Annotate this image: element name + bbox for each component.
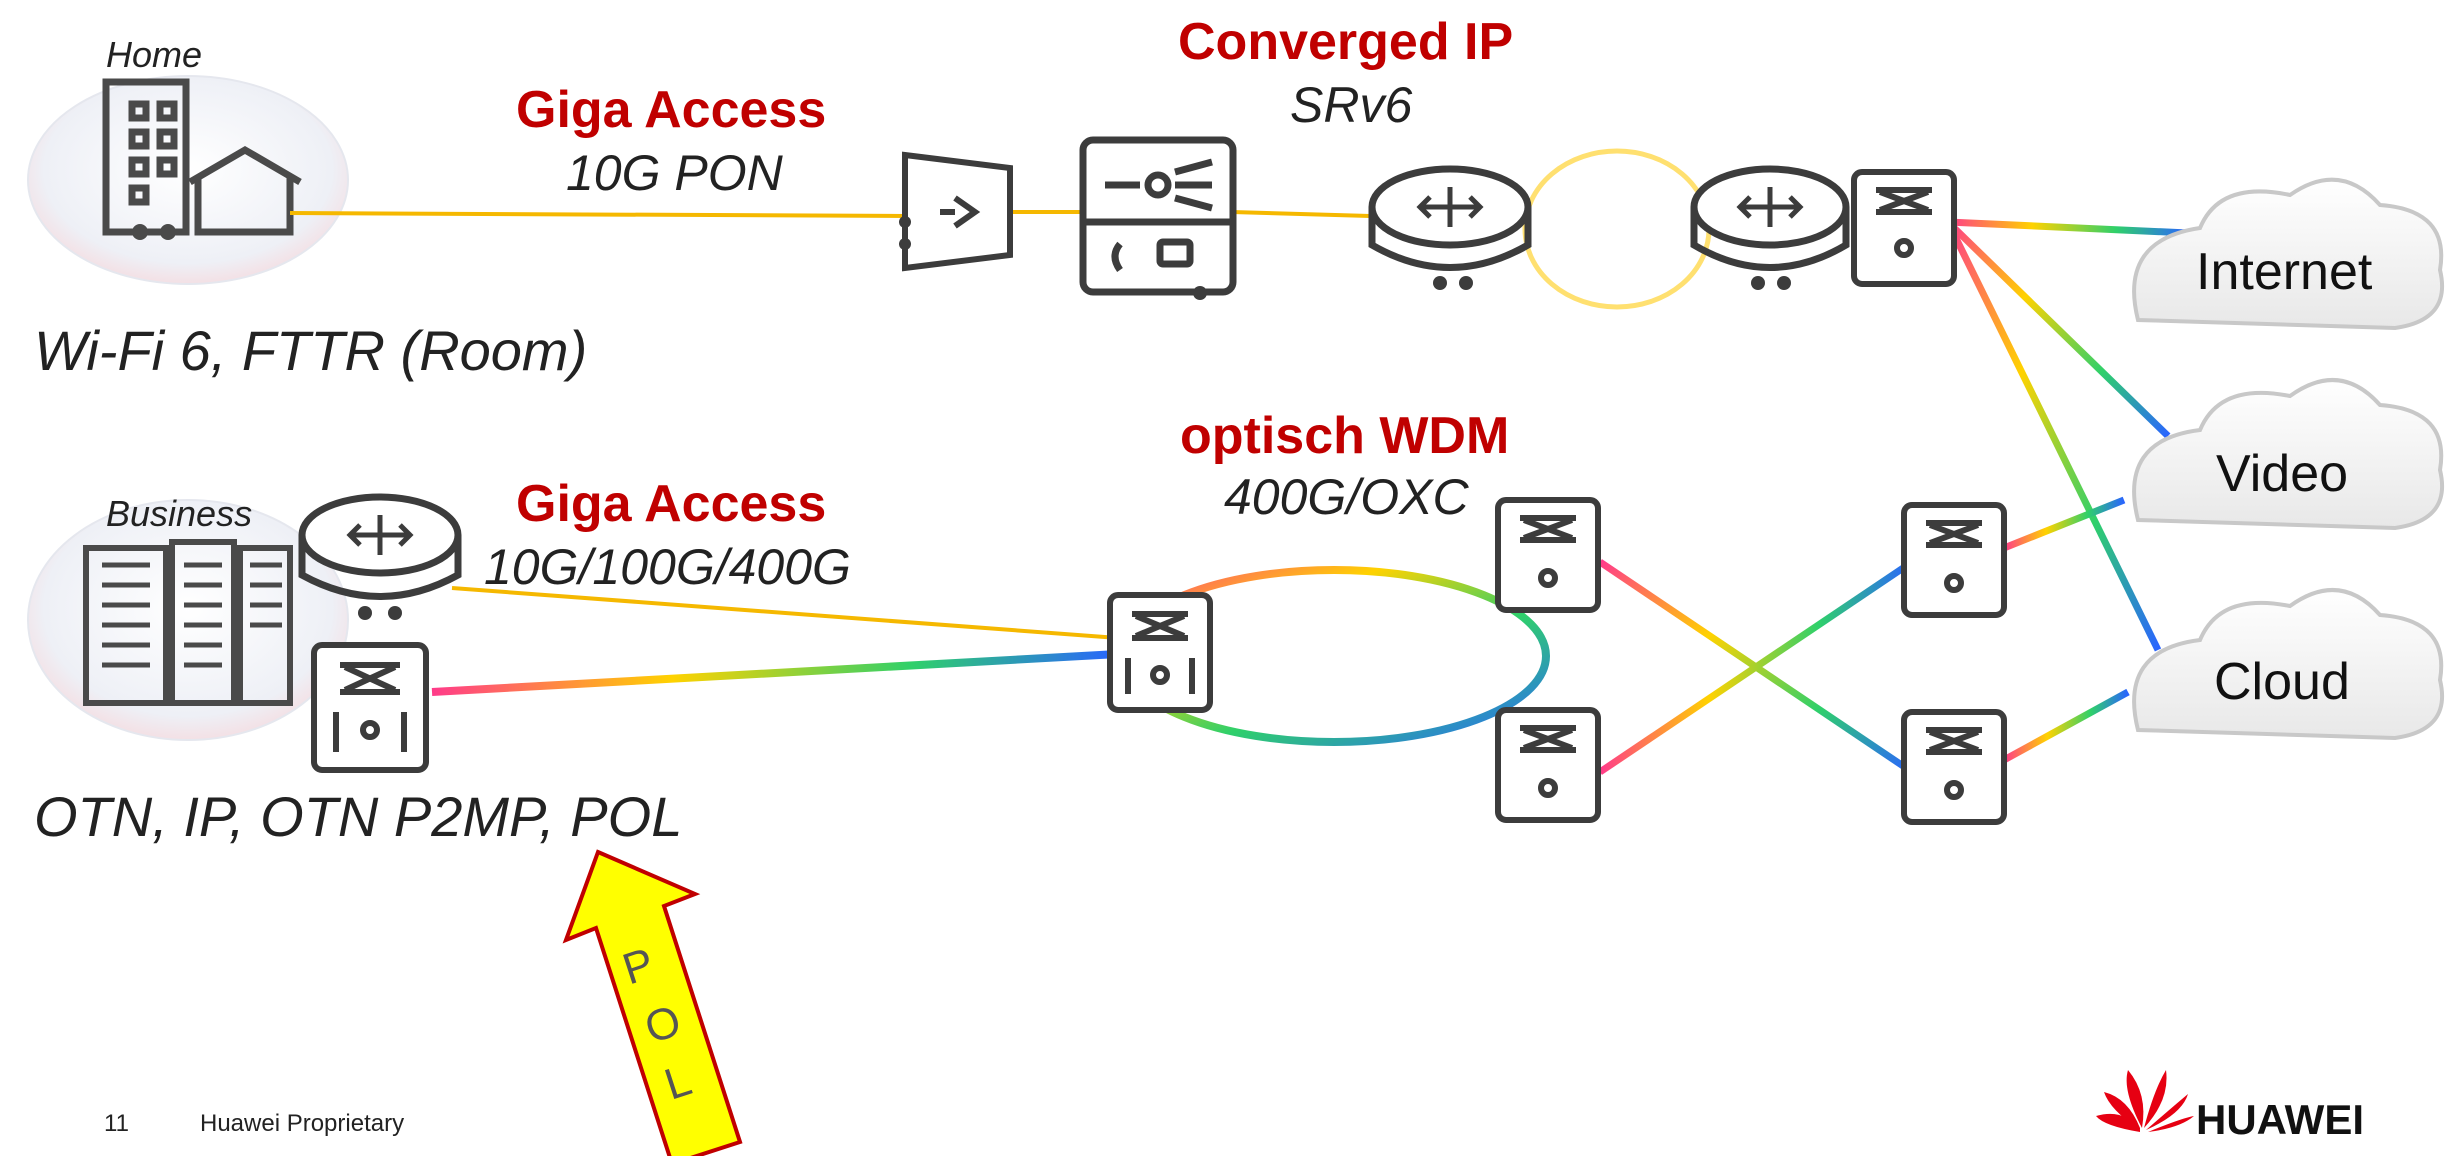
business-caption: OTN, IP, OTN P2MP, POL	[34, 785, 683, 848]
wdm-title: optisch WDM	[1180, 407, 1510, 465]
business-label: Business	[106, 493, 253, 534]
home-label: Home	[106, 34, 203, 75]
home-caption: Wi-Fi 6, FTTR (Room)	[34, 319, 588, 382]
office-building-icon	[83, 539, 293, 706]
otn-router-link	[1231, 210, 1371, 218]
business-site	[27, 499, 349, 741]
business-router-icon	[298, 493, 462, 600]
business-router-link	[451, 586, 1119, 640]
ip-router-right-icon	[1690, 165, 1850, 271]
oxc-node-1-icon	[1495, 497, 1601, 613]
wdm-subtitle: 400G/OXC	[1224, 469, 1469, 525]
business-otn-link	[431, 650, 1119, 696]
wdm-otn-icon	[1107, 592, 1213, 713]
internet-cloud	[2132, 177, 2445, 331]
huawei-logo-icon	[2096, 1070, 2194, 1132]
oxc-node-4-icon	[1901, 709, 2007, 825]
pon-splitter-icon	[902, 151, 1013, 272]
ip-router-left-icon	[1368, 165, 1532, 271]
core-otn-icon	[1851, 169, 1957, 287]
video-cloud	[2132, 378, 2445, 531]
converged-ip-title: Converged IP	[1178, 13, 1514, 71]
home-pon-link	[289, 211, 906, 218]
business-bubble	[27, 499, 349, 741]
home-site	[27, 75, 349, 285]
huawei-wordmark: HUAWEI	[2196, 1096, 2364, 1143]
video-label: Video	[2216, 445, 2349, 503]
proprietary-label: Huawei Proprietary	[200, 1110, 405, 1137]
giga-access-business-subtitle: 10G/100G/400G	[484, 539, 851, 595]
pol-arrow-shape	[562, 849, 743, 1156]
converged-ip-subtitle: SRv6	[1290, 77, 1413, 133]
cloud-label: Cloud	[2214, 653, 2350, 711]
giga-access-business-title: Giga Access	[516, 475, 827, 533]
oxc-node-3-icon	[1901, 502, 2007, 618]
internet-label: Internet	[2196, 243, 2373, 301]
pol-arrow	[562, 849, 743, 1156]
cloud-cloud	[2132, 588, 2445, 741]
ip-ring	[1522, 148, 1712, 310]
oxc-node-2-icon	[1495, 707, 1601, 823]
giga-access-home-subtitle: 10G PON	[566, 145, 783, 201]
olt-icon	[1079, 136, 1237, 296]
giga-access-home-title: Giga Access	[516, 81, 827, 139]
business-otn-icon	[311, 642, 429, 773]
page-number: 11	[104, 1110, 129, 1137]
